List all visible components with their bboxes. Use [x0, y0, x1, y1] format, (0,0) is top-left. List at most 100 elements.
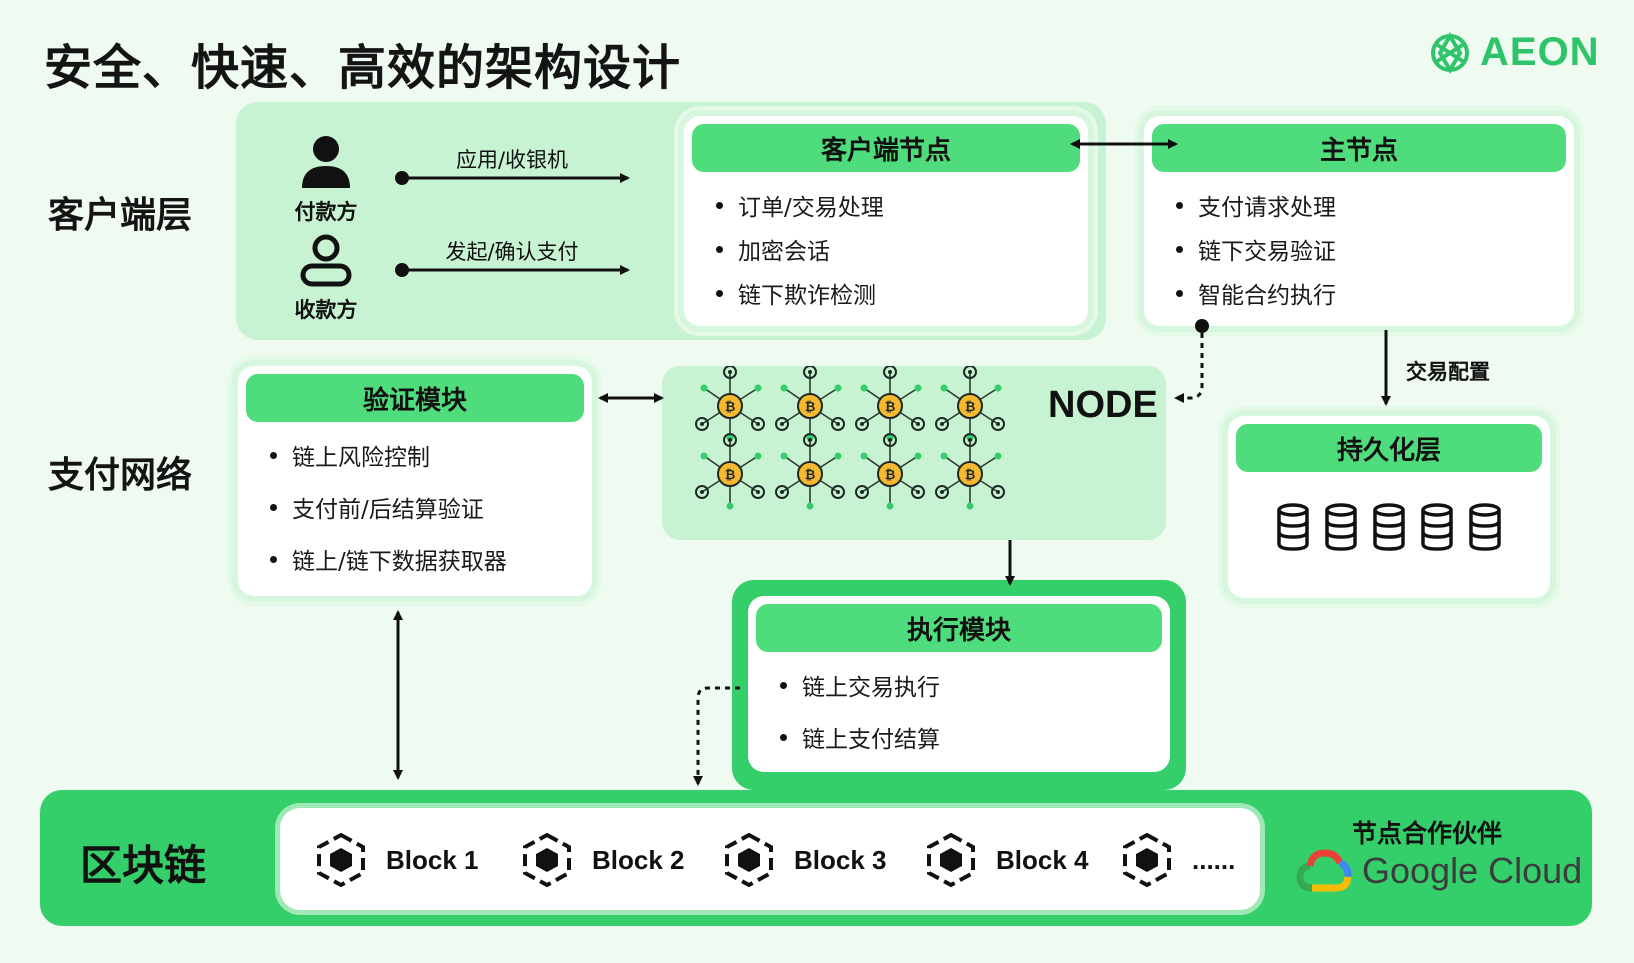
gear-hub	[700, 422, 704, 426]
bitcoin-symbol: ₿	[725, 400, 736, 415]
gear-icon	[883, 433, 897, 447]
client-layer-label: 客户端层	[48, 195, 193, 236]
google-cloud-icon	[1296, 849, 1352, 892]
list-item: 链上交易执行	[748, 668, 1170, 702]
aeon-logo-icon	[1431, 31, 1469, 74]
bitcoin-symbol: ₿	[885, 400, 896, 415]
block-label: Block 3	[794, 844, 887, 875]
database-icon	[1325, 503, 1357, 551]
database-icon	[1277, 503, 1309, 551]
gear-hub	[916, 422, 920, 426]
gear-hub	[860, 422, 864, 426]
node-dot	[700, 452, 708, 460]
block-icon	[725, 832, 773, 888]
gear-icon	[911, 417, 925, 431]
exec-module-list: 链上交易执行 链上支付结算	[748, 668, 1170, 754]
gear-icon	[751, 485, 765, 499]
bitcoin-icon	[957, 393, 983, 419]
gear-icon	[855, 417, 869, 431]
bitcoin-symbol: ₿	[805, 400, 816, 415]
arrow-app-cashier	[395, 171, 630, 185]
payee-actor	[296, 234, 356, 292]
brand-logo: AEON	[1428, 30, 1600, 75]
gear-icon	[831, 417, 845, 431]
block-item: Block 4	[924, 832, 1089, 888]
person-filled-icon	[302, 136, 350, 188]
gear-hub	[860, 490, 864, 494]
gear-hub	[916, 490, 920, 494]
gear-icon	[723, 433, 737, 447]
payer-actor	[296, 134, 356, 194]
bitcoin-symbol: ₿	[885, 468, 896, 483]
node-dot	[834, 384, 842, 392]
node-network-graphic: ₿₿₿₿₿₿₿₿	[695, 365, 1005, 510]
gear-hub	[808, 370, 812, 374]
bitcoin-symbol: ₿	[725, 468, 736, 483]
client-node-title: 客户端节点	[692, 124, 1080, 172]
node-dot	[726, 502, 734, 510]
block-label: Block 4	[996, 844, 1089, 875]
gear-hub	[780, 422, 784, 426]
person-outline-icon	[300, 234, 352, 287]
list-item: 链上风险控制	[238, 438, 592, 472]
arrow-initiate-confirm	[395, 263, 630, 277]
gear-hub	[968, 438, 972, 442]
node-dot	[994, 452, 1002, 460]
main-node-title: 主节点	[1152, 124, 1566, 172]
gear-icon	[803, 433, 817, 447]
node-dot	[780, 384, 788, 392]
blockchain-label: 区块链	[80, 841, 207, 890]
gear-icon	[695, 485, 709, 499]
block-label: Block 1	[386, 844, 479, 875]
node-label: NODE	[1048, 384, 1158, 426]
gear-icon	[775, 417, 789, 431]
list-item: 链上支付结算	[748, 720, 1170, 754]
gear-icon	[695, 417, 709, 431]
exec-module-card: 执行模块 链上交易执行 链上支付结算	[748, 596, 1170, 772]
bitcoin-icon	[877, 461, 903, 487]
partner-title: 节点合作伙伴	[1352, 819, 1503, 848]
persistence-title: 持久化层	[1236, 424, 1542, 472]
node-dot	[886, 502, 894, 510]
list-item: 支付前/后结算验证	[238, 490, 592, 524]
node-dot	[806, 502, 814, 510]
node-dot	[940, 384, 948, 392]
block-icon	[523, 832, 571, 888]
node-dot	[700, 384, 708, 392]
block-icon	[1123, 832, 1171, 888]
gear-hub	[780, 490, 784, 494]
block-label: Block 2	[592, 844, 685, 875]
client-node-card: 客户端节点 订单/交易处理 加密会话 链下欺诈检测	[684, 116, 1088, 326]
node-dot	[940, 452, 948, 460]
node-dot	[966, 502, 974, 510]
list-item: 链上/链下数据获取器	[238, 542, 592, 576]
gear-hub	[836, 490, 840, 494]
gear-hub	[996, 422, 1000, 426]
dotted-main-node	[1174, 319, 1209, 403]
node-dot	[914, 452, 922, 460]
main-node-list: 支付请求处理 链下交易验证 智能合约执行	[1144, 188, 1574, 310]
bitcoin-symbol: ₿	[805, 468, 816, 483]
node-dot	[754, 452, 762, 460]
gear-hub	[968, 370, 972, 374]
gear-hub	[940, 490, 944, 494]
node-dot	[780, 452, 788, 460]
brand-name: AEON	[1480, 30, 1600, 74]
gear-icon	[963, 365, 977, 379]
initiate-confirm-label: 发起/确认支付	[445, 240, 579, 264]
bitcoin-icon	[957, 461, 983, 487]
gear-icon	[883, 365, 897, 379]
page-title: 安全、快速、高效的架构设计	[44, 40, 682, 96]
gear-icon	[831, 485, 845, 499]
block-label: ......	[1192, 844, 1236, 875]
gear-icon	[855, 485, 869, 499]
block-item: ......	[1120, 832, 1235, 888]
gear-icon	[991, 485, 1005, 499]
exec-module-title: 执行模块	[756, 604, 1162, 652]
gear-hub	[888, 370, 892, 374]
app-cashier-label: 应用/收银机	[455, 148, 569, 172]
dotted-exec-chain	[693, 686, 740, 786]
node-network-box: ₿₿₿₿₿₿₿₿	[662, 365, 1166, 540]
gear-icon	[963, 433, 977, 447]
